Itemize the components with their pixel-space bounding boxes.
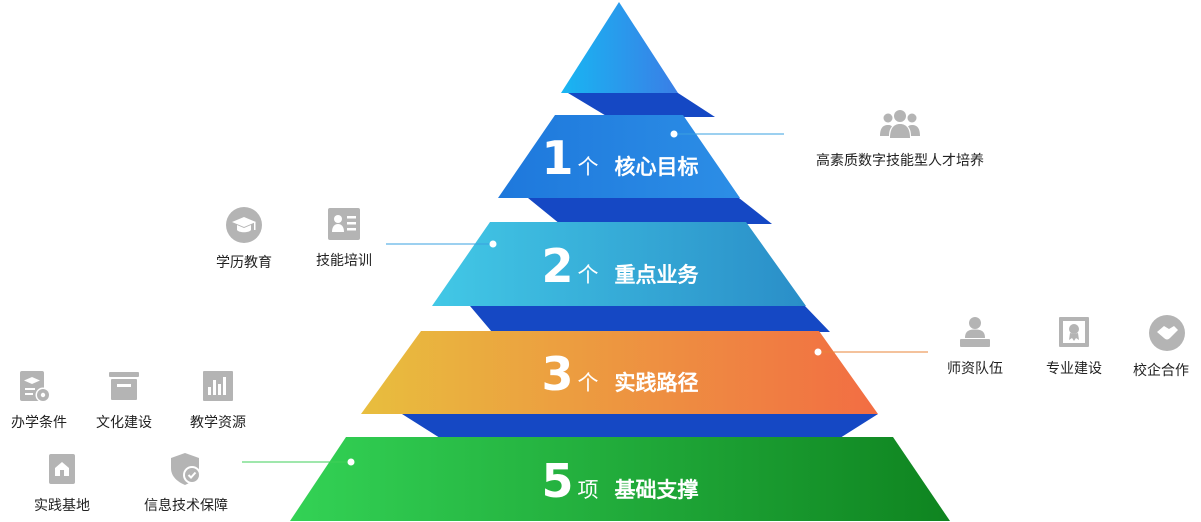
pyramid-layer-1 [498,115,740,198]
leader-dot-support [347,458,355,466]
layer-1-name: 核心目标 [614,155,699,179]
leader-dot-path [814,348,822,356]
connector-ribbon-3 [470,306,830,332]
callout-culture-construction-label: 文化建设 [96,415,152,431]
layer-3-unit: 个 [577,371,599,395]
base-house-icon [49,454,75,484]
callout-teaching-resources: 教学资源 [170,368,266,432]
pyramid-tip [561,2,678,93]
callout-academic-education-label: 学历教育 [216,255,272,271]
callout-goal-label: 高素质数字技能型人才培养 [816,153,984,169]
callout-school-conditions: 办学条件 [0,368,82,432]
layer-1-number: 1 [541,131,574,185]
callout-practice-base-label: 实践基地 [34,498,90,514]
shield-check-icon [171,453,201,485]
handshake-icon [1149,315,1185,351]
callout-major-construction-label: 专业建设 [1046,361,1102,377]
callout-faculty-label: 师资队伍 [947,361,1003,377]
callout-it-support-label: 信息技术保障 [144,498,228,514]
connector-ribbon-4 [402,414,878,438]
pyramid-layer-2 [432,222,806,306]
leader-dot-goal [670,130,678,138]
callout-skill-training-label: 技能培训 [316,253,372,269]
resource-chart-icon [203,371,233,401]
callout-it-support: 信息技术保障 [138,451,234,515]
layer-3-name: 实践路径 [614,371,699,395]
callout-goal: 高素质数字技能型人才培养 [810,108,990,170]
callout-skill-training: 技能培训 [296,206,392,270]
callout-school-conditions-label: 办学条件 [11,415,67,431]
leader-dot-business [489,240,497,248]
layer-2-unit: 个 [577,263,599,287]
culture-icon [109,372,139,400]
layer-2-label: 2 个 重点业务 [520,243,720,289]
layer-1-unit: 个 [577,155,599,179]
connector-ribbon-2 [528,198,772,224]
graduation-cap-icon [226,207,262,243]
people-group-icon [880,110,920,138]
callout-school-enterprise-label: 校企合作 [1133,363,1189,379]
callout-teaching-resources-label: 教学资源 [190,415,246,431]
pyramid-layer-3 [361,331,878,414]
layer-3-number: 3 [541,347,574,401]
connector-ribbon-1 [568,93,715,117]
id-card-icon [328,208,360,240]
layer-5-label: 5 项 基础支撑 [520,458,720,504]
callout-academic-education: 学历教育 [196,206,292,272]
certificate-icon [1059,317,1089,347]
layer-5-name: 基础支撑 [614,478,699,502]
layer-2-name: 重点业务 [614,263,699,287]
layer-3-label: 3 个 实践路径 [520,351,720,397]
callout-faculty: 师资队伍 [927,314,1023,378]
layer-5-number: 5 [541,454,574,508]
callout-culture-construction: 文化建设 [76,368,172,432]
callout-practice-base: 实践基地 [14,451,110,515]
layer-5-unit: 项 [577,478,599,502]
teacher-icon [960,317,990,347]
callout-major-construction: 专业建设 [1026,314,1122,378]
layer-2-number: 2 [541,239,574,293]
layer-1-label: 1 个 核心目标 [520,135,720,181]
pyramid-layer-5 [290,437,950,521]
school-settings-icon [20,371,51,403]
callout-school-enterprise: 校企合作 [1119,314,1201,380]
